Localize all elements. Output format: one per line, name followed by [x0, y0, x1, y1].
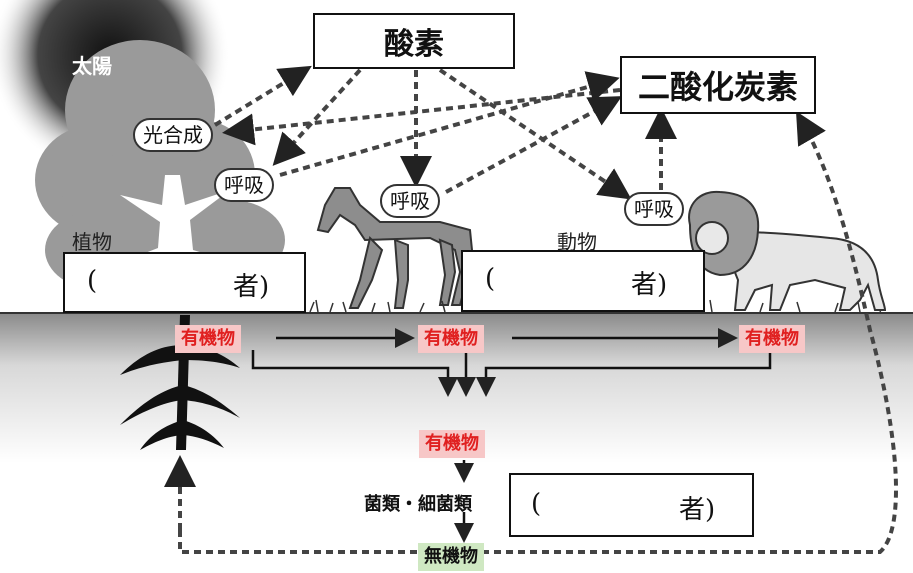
organic-label-herbivore: 有機物 — [418, 325, 484, 353]
oxygen-box: 酸素 — [313, 13, 515, 69]
horse-icon — [316, 187, 474, 309]
blank-suffix: 者) — [631, 270, 668, 300]
respiration-bubble-carnivore: 呼吸 — [624, 192, 684, 226]
organic-label-plant: 有機物 — [175, 325, 241, 353]
lion-icon — [688, 190, 887, 311]
oxygen-label: 酸素 — [384, 27, 444, 62]
blank-box-decomposer[interactable]: ( 者) — [509, 473, 754, 537]
fungi-bacteria-label: 菌類・細菌類 — [364, 494, 472, 515]
blank-box-consumer[interactable]: ( 者) — [461, 250, 705, 312]
co2-label: 二酸化炭素 — [637, 68, 798, 106]
blank-suffix: 者) — [233, 272, 270, 302]
blank-suffix: 者) — [679, 495, 716, 525]
blank-box-producer[interactable]: ( 者) — [63, 252, 306, 313]
respiration-bubble-plant: 呼吸 — [214, 168, 274, 202]
blank-open-paren: ( — [485, 264, 496, 294]
food-chain-arrows — [251, 328, 772, 543]
blank-open-paren: ( — [531, 489, 542, 519]
respiration-bubble-herbivore: 呼吸 — [380, 184, 440, 218]
organic-label-decomposer: 有機物 — [419, 430, 485, 458]
organic-label-carnivore: 有機物 — [739, 325, 805, 353]
inorganic-label: 無機物 — [418, 543, 484, 571]
photosynthesis-bubble: 光合成 — [133, 118, 213, 152]
co2-box: 二酸化炭素 — [620, 56, 816, 114]
sun-label: 太陽 — [72, 54, 112, 78]
plant-label: 植物 — [72, 230, 112, 254]
gas-arrows — [164, 65, 899, 554]
grass — [309, 299, 885, 313]
blank-open-paren: ( — [87, 266, 98, 296]
